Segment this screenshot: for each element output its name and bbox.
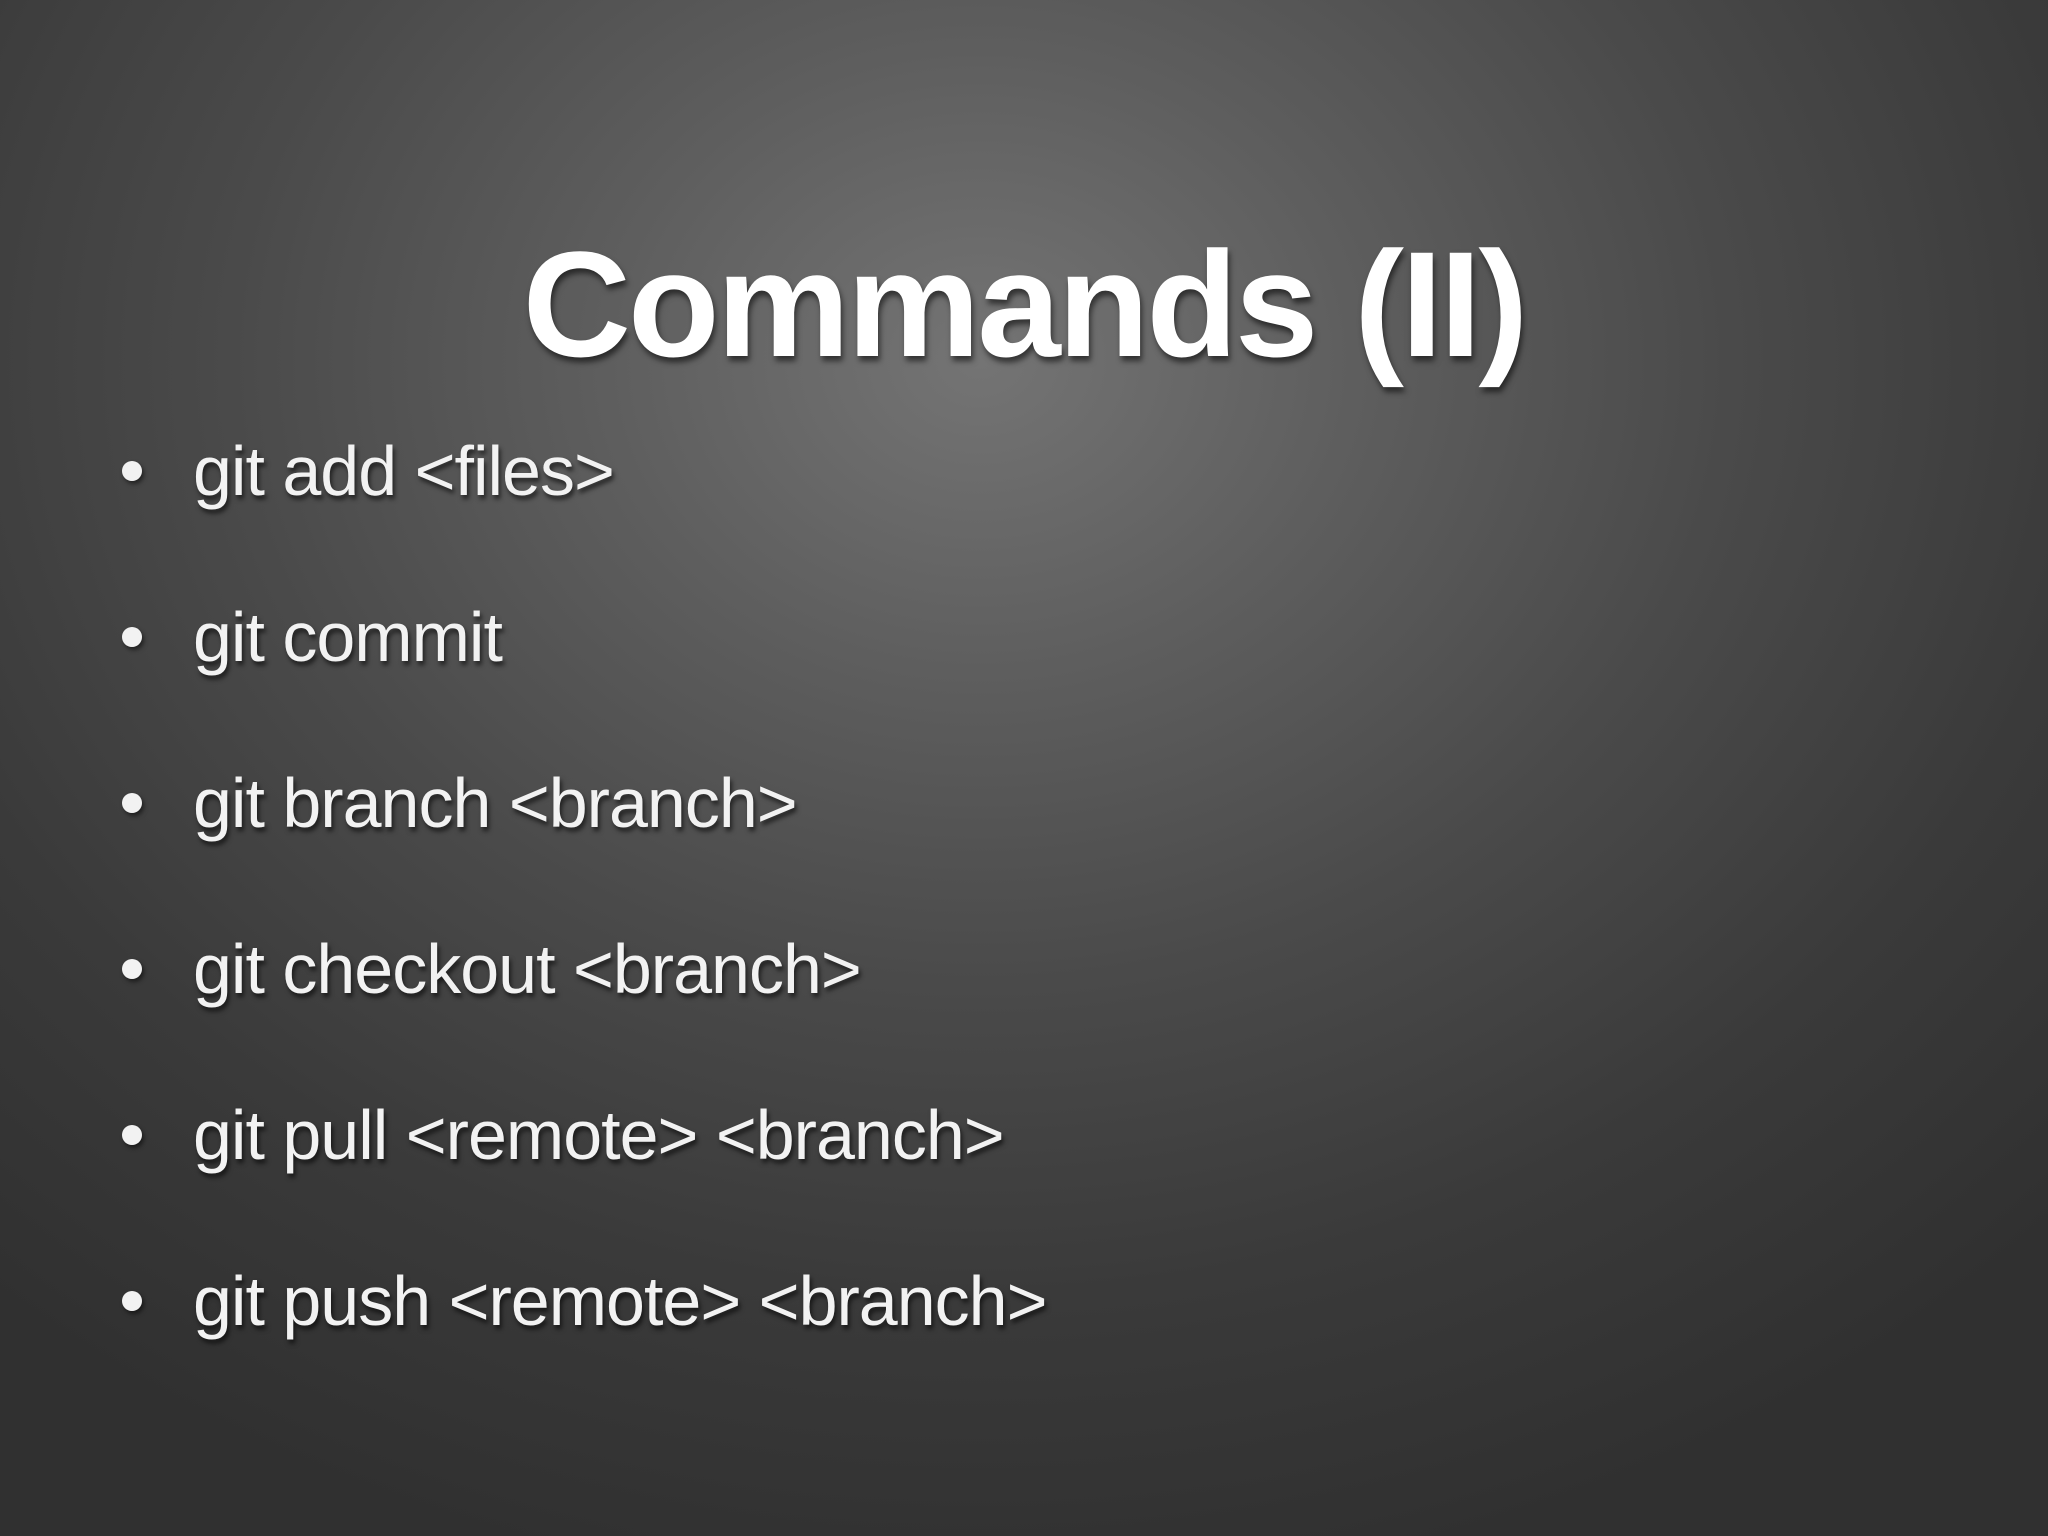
bullet-text: git checkout <branch>	[193, 930, 862, 1008]
bullet-dot-icon	[122, 627, 142, 647]
bullet-text: git add <files>	[193, 432, 615, 510]
bullet-dot-icon	[122, 959, 142, 979]
bullet-item: git commit	[122, 598, 503, 676]
bullet-text: git branch <branch>	[193, 764, 798, 842]
bullet-text: git pull <remote> <branch>	[193, 1096, 1005, 1174]
bullet-item: git branch <branch>	[122, 764, 798, 842]
bullet-text: git push <remote> <branch>	[193, 1262, 1047, 1340]
bullet-dot-icon	[122, 1125, 142, 1145]
bullet-item: git add <files>	[122, 432, 615, 510]
bullet-item: git checkout <branch>	[122, 930, 862, 1008]
bullet-dot-icon	[122, 1291, 142, 1311]
bullet-dot-icon	[122, 793, 142, 813]
bullet-dot-icon	[122, 461, 142, 481]
bullet-item: git pull <remote> <branch>	[122, 1096, 1005, 1174]
bullet-text: git commit	[193, 598, 503, 676]
bullet-item: git push <remote> <branch>	[122, 1262, 1047, 1340]
slide-title: Commands (II)	[522, 219, 1529, 388]
